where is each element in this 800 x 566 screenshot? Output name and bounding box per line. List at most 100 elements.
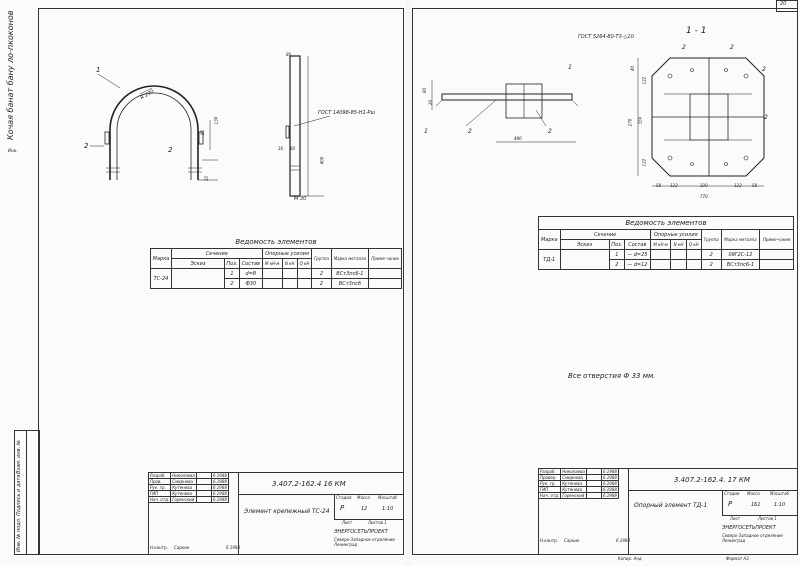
left-spec-h-n: N кН: [281, 258, 298, 269]
right-title-mass-h: Масса: [747, 491, 760, 496]
right-title-name: Опорный элемент ТД-1: [634, 502, 708, 509]
table-row: 2 — d=12 2 ВСт3пс6-1: [539, 259, 794, 270]
right-title-stage-h: Стадия: [724, 491, 740, 496]
rod-thread: М 30: [294, 196, 307, 202]
right-spec-h-n: N кН: [670, 239, 687, 250]
ubolt-item-1: 1: [96, 66, 101, 74]
staff-date: 6.1988: [600, 480, 619, 487]
plan-dim-122-c: 122: [670, 183, 678, 188]
staff-name: Смирнова: [170, 478, 197, 485]
left-spec-h-sketch: Эскиз: [170, 258, 225, 269]
left-title-ncontrol-date: 6.1988: [226, 545, 240, 550]
table-row: ТД-1 1 — d=25 2 09Г2С-12: [538, 249, 794, 270]
plan-item-2-a: 2: [682, 44, 686, 51]
elev-item-1: 1: [568, 64, 572, 71]
left-spec-mark: ТС-24: [150, 268, 172, 289]
right-title-scale-h: Масштаб: [770, 491, 790, 496]
staff-name: Николаева: [170, 472, 197, 479]
right-title-org2: Северо-Западное отделение Ленинград: [722, 533, 783, 543]
table-row: 2 Ф30 2 ВСт3пс6: [151, 278, 402, 289]
rod-dim-16: 16: [278, 146, 284, 151]
staff-name: Горенский: [560, 492, 587, 499]
elev-item-2b: 2: [548, 128, 552, 135]
u-bolt-drawing: [90, 73, 218, 181]
left-spec-pos-1: 1: [223, 268, 240, 279]
right-spec-h-note: Приме-чание: [759, 229, 794, 250]
right-title-code: 3.407.2-162.4. 17 КМ: [674, 476, 750, 484]
left-margin-note: Кочая банат бану ло-пкоконов: [6, 10, 15, 141]
elev-item-1b: 1: [424, 128, 428, 135]
left-sidebar-divider: [26, 430, 27, 555]
right-spec-group-1: 2: [700, 249, 722, 260]
plan-dim-58-b: 58: [752, 183, 758, 188]
right-title-sheets-h: Листов 1: [758, 516, 777, 521]
sidebar-label-1: Подпись и дата: [16, 474, 22, 516]
plate-elevation-drawing: [431, 80, 579, 143]
staff-date: 6.1988: [210, 478, 229, 485]
ubolt-dim-35: 35: [204, 175, 210, 182]
staff-date: 6.1988: [600, 492, 619, 499]
left-title-scale-h: Масштаб: [378, 495, 398, 500]
plan-item-2-d: 2: [764, 114, 768, 121]
right-spec-h-group: Группа: [700, 229, 722, 250]
right-title-sheet-h: Лист: [730, 516, 741, 521]
right-spec-h-section: Сечение: [559, 229, 651, 240]
left-title-scale: 1:10: [382, 506, 394, 512]
plan-dim-270: 270: [627, 118, 633, 127]
staff-date: 6.1988: [600, 468, 619, 475]
left-margin-note-2: Инв.: [8, 148, 18, 153]
left-title-ncontrol-role: Н.контр.: [150, 545, 168, 550]
plan-dim-122-b: 122: [641, 158, 647, 167]
staff-date: 6.1988: [210, 490, 229, 497]
staff-date: 6.1988: [600, 474, 619, 481]
staff-date: 6.1988: [210, 496, 229, 503]
left-spec-comp-1: d=8: [238, 268, 263, 279]
left-title-org2: Северо-Западное отделение Ленинград: [334, 537, 395, 547]
right-spec-title: Ведомость элементов: [538, 216, 794, 230]
staff-name: Николаева: [560, 468, 587, 475]
left-title-mass-h: Масса: [357, 495, 370, 500]
sidebar-label-0: Взам. инв. №: [16, 440, 22, 474]
left-spec-h-q: Q кН: [296, 258, 313, 269]
left-sidebar-strip: [14, 430, 40, 555]
left-spec-h-group: Группа: [311, 248, 332, 269]
staff-date: 6.1988: [600, 486, 619, 493]
left-title-code-line: [238, 472, 239, 555]
left-spec-h-pos: Поз.: [223, 258, 240, 269]
left-spec-table: Ведомость элементов Марка Сечение Опорны…: [150, 236, 402, 289]
staff-date: 6.1988: [210, 484, 229, 491]
plan-item-2-c: 2: [762, 66, 766, 73]
section-plan-drawing: [637, 57, 765, 187]
elev-item-2: 2: [468, 128, 472, 135]
right-title-scale: 1:10: [774, 502, 786, 508]
right-title-ncontrol-date: 6.1988: [616, 538, 630, 543]
right-spec-metal-2: ВСт3пс6-1: [720, 259, 761, 270]
right-spec-group-2: 2: [700, 259, 722, 270]
left-spec-h-m: М кН·м: [261, 258, 283, 269]
staff-role: Нач. отд.: [537, 492, 562, 499]
staff-name: Горенский: [170, 496, 197, 503]
ubolt-dim-130: 130: [213, 116, 219, 125]
staff-name: Смирнова: [560, 474, 587, 481]
staff-date: 6.1988: [210, 472, 229, 479]
right-spec-pos-2: 2: [608, 259, 626, 270]
left-title-name: Элемент крепежный ТС-24: [244, 508, 330, 515]
left-spec-metal-2: ВСт3пс6: [330, 278, 370, 289]
left-title-org: ЭНЕРГОСЕТЬПРОЕКТ: [334, 529, 388, 535]
rod-drawing: [285, 55, 331, 197]
right-spec-h-m: М кН·м: [649, 239, 672, 250]
right-title-stage: Р: [728, 500, 733, 508]
left-title-stage-h: Стадия: [336, 495, 352, 500]
staff-role: Нач. отд.: [147, 496, 172, 503]
right-title-org: ЭНЕРГОСЕТЬПРОЕКТ: [722, 525, 776, 531]
left-title-sheet-h: Лист: [342, 520, 353, 525]
right-spec-h-sketch: Эскиз: [559, 239, 610, 250]
right-title-mass: 161: [751, 502, 761, 508]
left-spec-group-2: 2: [311, 278, 332, 289]
plan-dim-330: 330: [700, 183, 708, 188]
right-spec-h-pos: Поз.: [608, 239, 626, 250]
left-spec-comp-2: Ф30: [238, 278, 263, 289]
right-title-ncontrol-role: Н.контр.: [540, 538, 558, 543]
